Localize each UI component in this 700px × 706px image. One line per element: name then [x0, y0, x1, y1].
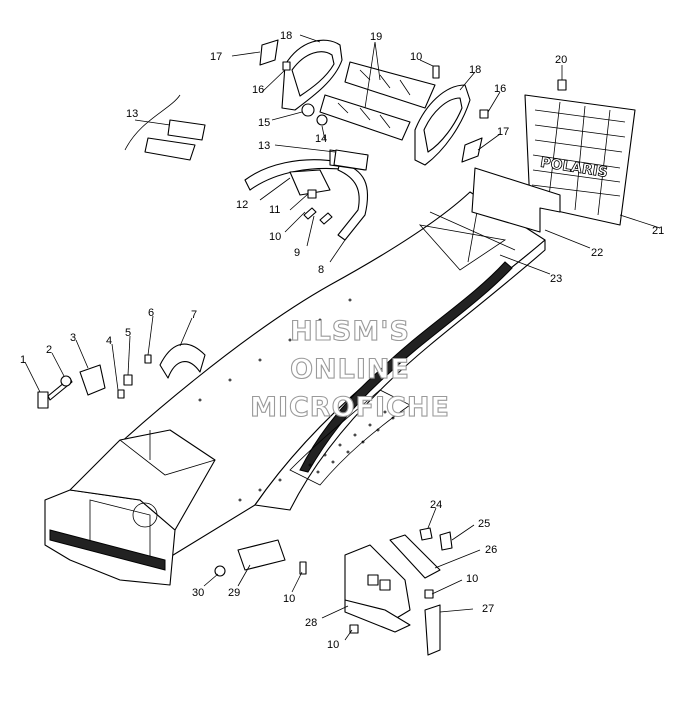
callout-12: 12 — [236, 199, 248, 211]
callout-17-right: 17 — [497, 126, 509, 138]
callout-11: 11 — [269, 204, 280, 216]
hardware — [37, 61, 567, 634]
watermark-line-3: MICROFICHE — [250, 392, 450, 423]
callout-10-floor: 10 — [283, 593, 295, 605]
callout-13-light: 13 — [126, 108, 138, 120]
callout-19: 19 — [370, 31, 382, 43]
rear-plate — [471, 167, 561, 233]
callout-14: 14 — [315, 133, 327, 145]
callout-26: 26 — [485, 544, 497, 556]
tail-light-group — [124, 94, 369, 171]
callout-17-left: 17 — [210, 51, 222, 63]
callout-10-bottom: 10 — [327, 639, 339, 651]
callout-10-top: 10 — [410, 51, 422, 63]
callout-30: 30 — [192, 587, 204, 599]
callout-28: 28 — [305, 617, 317, 629]
callout-13-reflector: 13 — [258, 140, 270, 152]
callout-2: 2 — [46, 344, 52, 356]
lower-brackets — [237, 534, 441, 656]
callout-24: 24 — [430, 499, 442, 511]
callout-18-right: 18 — [469, 64, 481, 76]
callout-22: 22 — [591, 247, 603, 259]
callout-1: 1 — [20, 354, 26, 366]
callout-16-right: 16 — [494, 83, 506, 95]
watermark-line-1: HLSM'S — [290, 316, 410, 347]
callout-25: 25 — [478, 518, 490, 530]
callout-29: 29 — [228, 587, 240, 599]
callout-7: 7 — [191, 309, 197, 321]
callout-4: 4 — [106, 335, 112, 347]
callout-15: 15 — [258, 117, 270, 129]
callout-16-left: 16 — [252, 84, 264, 96]
callout-20: 20 — [555, 54, 567, 66]
callout-23: 23 — [550, 273, 562, 285]
chassis-tunnel — [44, 191, 546, 586]
leader-lines — [24, 34, 661, 641]
grab-handles — [281, 39, 471, 166]
callout-5: 5 — [125, 327, 131, 339]
callout-21: 21 — [652, 225, 664, 237]
watermark-line-2: ONLINE — [290, 354, 410, 385]
callout-3: 3 — [70, 332, 76, 344]
callout-9: 9 — [294, 247, 300, 259]
callout-10-bracket: 10 — [466, 573, 478, 585]
callout-27: 27 — [482, 603, 494, 615]
callout-18-left: 18 — [280, 30, 292, 42]
callout-8: 8 — [318, 264, 324, 276]
callout-labels: 1 2 3 4 5 6 7 8 9 10 10 10 10 10 11 12 1… — [20, 30, 664, 651]
center-brackets — [319, 61, 436, 141]
callout-10-rack: 10 — [269, 231, 281, 243]
decal-17-right — [461, 137, 483, 163]
watermark: HLSM'S ONLINE MICROFICHE — [250, 315, 450, 423]
callout-6: 6 — [148, 307, 154, 319]
decal-17-left — [259, 39, 279, 66]
